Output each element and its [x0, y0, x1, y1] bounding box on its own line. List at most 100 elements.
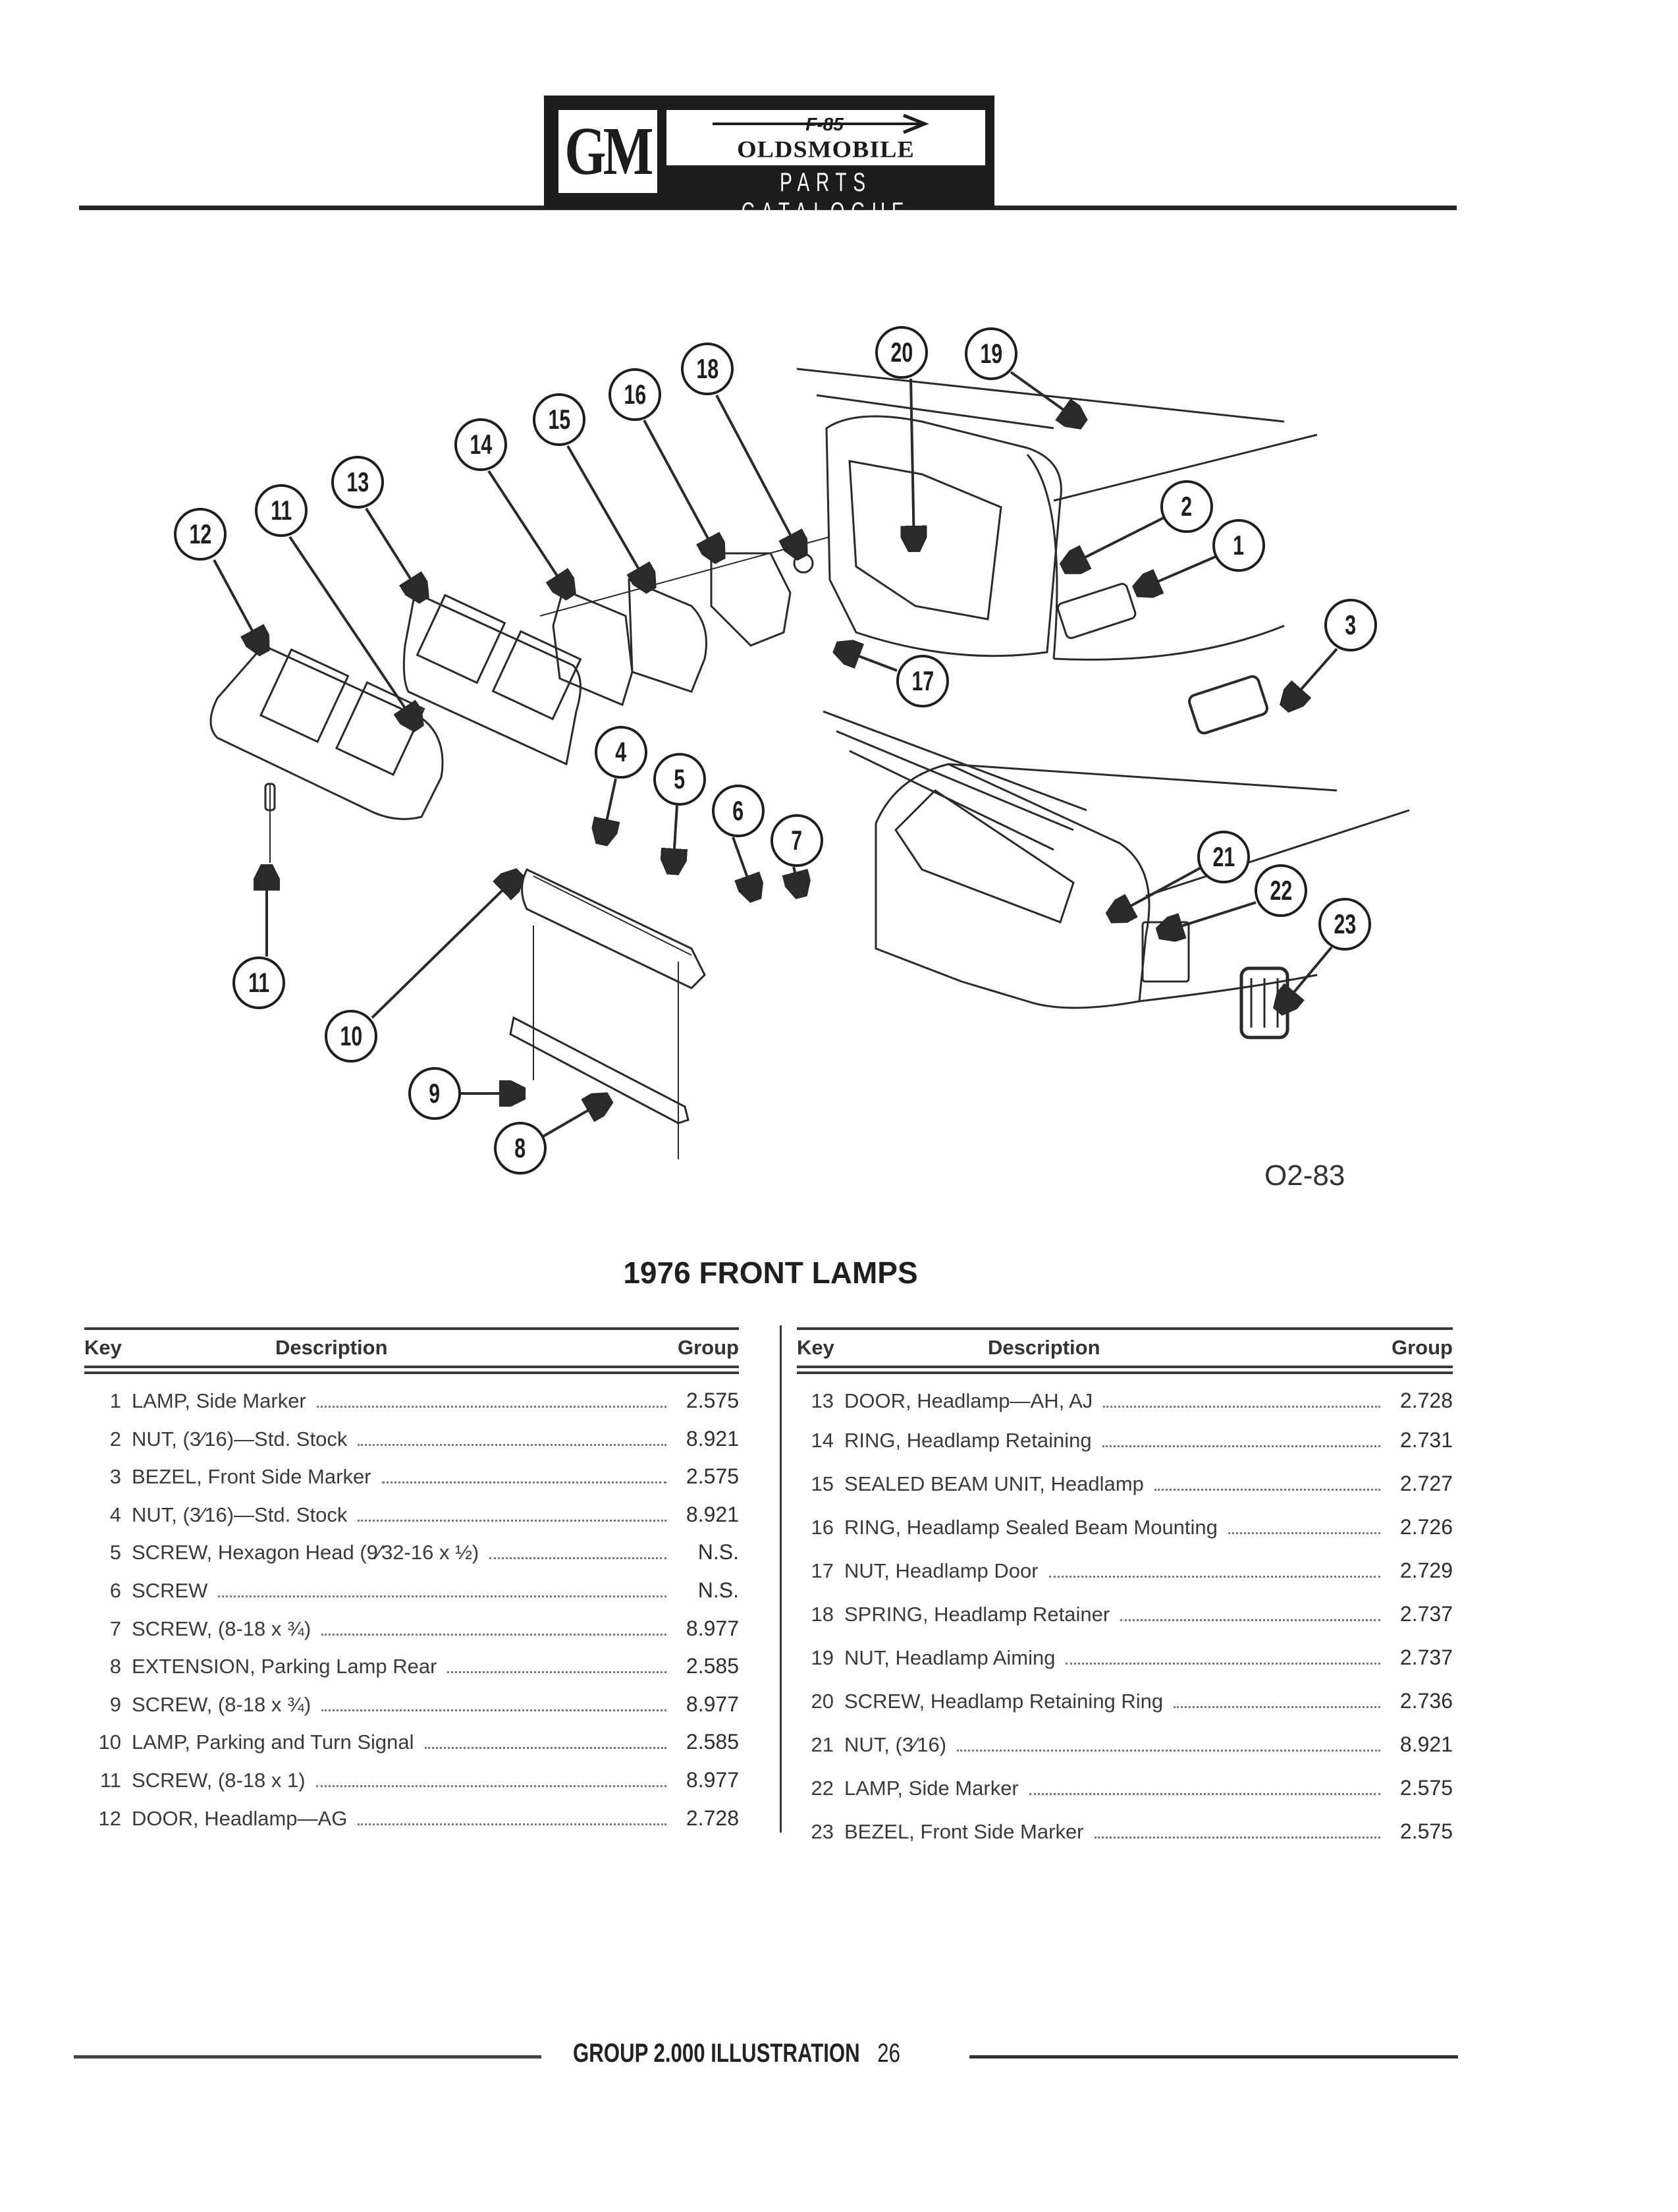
- part-3-bezel: [1188, 675, 1268, 734]
- callout-11[interactable]: 11: [255, 484, 308, 537]
- callout-2[interactable]: 2: [1160, 480, 1213, 533]
- part-description: DOOR, Headlamp—AH, AJ: [844, 1389, 1093, 1412]
- callout-6[interactable]: 6: [712, 785, 765, 837]
- part-description: SCREW: [132, 1578, 208, 1602]
- exploded-parts-diagram: 12 11 13 14 15 16 18 20 19 2 1 3 17 4 5 …: [0, 277, 1678, 1212]
- part-group: 2.575: [686, 1389, 739, 1412]
- part-key: 18: [811, 1603, 834, 1626]
- callout-9[interactable]: 9: [408, 1067, 461, 1120]
- part-description: LAMP, Parking and Turn Signal: [132, 1730, 414, 1754]
- part-description: RING, Headlamp Sealed Beam Mounting: [844, 1516, 1218, 1539]
- header-key: Key: [84, 1336, 122, 1359]
- dot-leader: [1048, 1575, 1380, 1578]
- gm-logo-box: GM: [558, 110, 657, 193]
- table-header: Key Description Group: [84, 1330, 739, 1366]
- dot-leader: [358, 1519, 666, 1522]
- dot-leader: [381, 1481, 666, 1484]
- part-14-retaining-ring: [552, 588, 634, 707]
- table-header-rule: [797, 1366, 1453, 1368]
- header-description: Description: [988, 1336, 1100, 1359]
- footer-rule-right: [969, 2055, 1458, 2059]
- callout-12[interactable]: 12: [174, 508, 227, 561]
- callout-19[interactable]: 19: [965, 327, 1017, 380]
- part-group: 2.585: [686, 1730, 739, 1754]
- callout-8[interactable]: 8: [494, 1122, 547, 1175]
- header-description: Description: [275, 1336, 388, 1359]
- footer-rule-left: [74, 2055, 541, 2059]
- dot-leader: [957, 1749, 1380, 1752]
- part-key: 10: [98, 1730, 121, 1754]
- part-group: N.S.: [697, 1578, 739, 1602]
- callout-3[interactable]: 3: [1324, 599, 1377, 651]
- f85-arrow-icon: F-85: [713, 114, 929, 134]
- upper-headlamp-opening: [848, 460, 1002, 621]
- part-group: 2.727: [1399, 1472, 1453, 1495]
- table-header-rule: [84, 1366, 739, 1368]
- dot-leader: [447, 1671, 666, 1674]
- part-key: 15: [811, 1472, 834, 1495]
- part-group: 2.729: [1399, 1559, 1453, 1582]
- part-key: 11: [99, 1768, 121, 1792]
- part-key: 4: [109, 1503, 121, 1526]
- part-description: SCREW, (8-18 x ¾): [132, 1692, 311, 1716]
- callout-22[interactable]: 22: [1255, 864, 1307, 917]
- parts-catalogue-label: PARTS CATALOGUE: [741, 168, 911, 227]
- diagram-line-art: [209, 368, 1410, 1159]
- dot-leader: [1120, 1618, 1380, 1621]
- dot-leader: [218, 1595, 666, 1597]
- part-description: EXTENSION, Parking Lamp Rear: [132, 1655, 437, 1678]
- dot-leader: [321, 1633, 666, 1636]
- callout-13[interactable]: 13: [331, 456, 384, 509]
- part-description: SCREW, Hexagon Head (9⁄32-16 x ½): [132, 1541, 479, 1564]
- callout-4[interactable]: 4: [595, 726, 647, 779]
- dot-leader: [358, 1443, 666, 1446]
- dot-leader: [1154, 1488, 1380, 1491]
- callout-7[interactable]: 7: [771, 814, 823, 867]
- part-description: NUT, (3⁄16): [844, 1733, 947, 1756]
- callout-15[interactable]: 15: [533, 393, 585, 446]
- callout-20[interactable]: 20: [875, 326, 928, 379]
- gm-logo-text: GM: [564, 113, 654, 189]
- gm-oldsmobile-logo: GM F-85 OLDSMOBILE PARTS CATALOGUE: [544, 96, 994, 227]
- leader-arrows: [213, 371, 1338, 1138]
- part-description: SCREW, Headlamp Retaining Ring: [844, 1690, 1164, 1713]
- dot-leader: [1029, 1792, 1380, 1795]
- callout-11-lower[interactable]: 11: [232, 956, 285, 1009]
- part-description: NUT, (3⁄16)—Std. Stock: [132, 1503, 348, 1526]
- part-key: 21: [811, 1733, 834, 1756]
- callout-17[interactable]: 17: [896, 655, 949, 707]
- dot-leader: [1094, 1836, 1380, 1839]
- callout-18[interactable]: 18: [681, 343, 734, 395]
- part-key: 22: [811, 1777, 834, 1800]
- callout-1[interactable]: 1: [1212, 519, 1265, 572]
- part-group: 8.977: [686, 1767, 739, 1792]
- part-description: NUT, (3⁄16)—Std. Stock: [132, 1427, 348, 1451]
- part-description: SEALED BEAM UNIT, Headlamp: [844, 1472, 1144, 1495]
- callout-14[interactable]: 14: [454, 418, 507, 471]
- part-group: 2.728: [686, 1806, 739, 1830]
- part-description: BEZEL, Front Side Marker: [844, 1820, 1084, 1843]
- part-key: 9: [109, 1692, 121, 1716]
- upper-fender-body: [1026, 433, 1318, 661]
- part-group: 2.728: [1399, 1389, 1453, 1412]
- callout-10[interactable]: 10: [325, 1010, 377, 1063]
- dot-leader: [1066, 1662, 1380, 1665]
- callout-5[interactable]: 5: [653, 753, 706, 806]
- callout-23[interactable]: 23: [1318, 898, 1371, 951]
- callout-21[interactable]: 21: [1197, 831, 1250, 883]
- callout-16[interactable]: 16: [609, 368, 661, 421]
